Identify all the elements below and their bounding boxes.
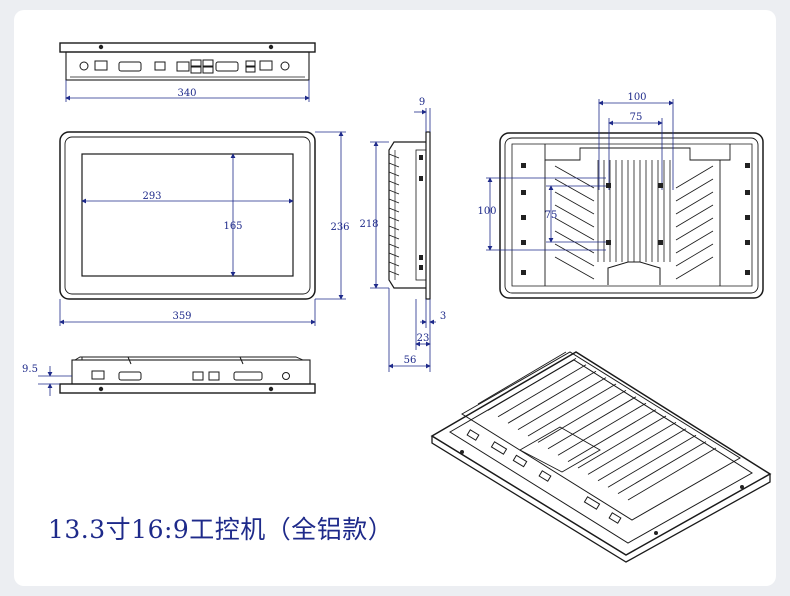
front-width-label: 359 <box>172 311 191 322</box>
side-height-label: 218 <box>359 219 378 230</box>
front-height-label: 236 <box>330 222 349 233</box>
side-d1-label: 3 <box>440 311 446 322</box>
side-top-label: 9 <box>419 97 425 108</box>
bottom-view: 9.5 <box>22 356 316 396</box>
screen-width-label: 293 <box>142 191 161 202</box>
side-view: 218 9 3 23 56 <box>359 97 446 372</box>
back-h1-label: 100 <box>627 92 646 103</box>
bottom-offset-label: 9.5 <box>22 364 38 375</box>
isometric-view <box>430 351 772 563</box>
back-view: 100 75 100 75 <box>477 92 764 299</box>
side-depth-label: 56 <box>404 355 417 366</box>
front-view: 293 165 359 236 <box>59 131 350 326</box>
top-width-label: 340 <box>177 88 196 99</box>
back-v2-label: 75 <box>545 210 558 221</box>
screen-height-label: 165 <box>223 221 242 232</box>
side-d2-label: 23 <box>417 333 430 344</box>
product-caption: 13.3寸16:9工控机（全铝款） <box>48 515 394 544</box>
back-v1-label: 100 <box>477 206 496 217</box>
top-view: 340 <box>59 42 316 102</box>
back-h2-label: 75 <box>630 112 643 123</box>
